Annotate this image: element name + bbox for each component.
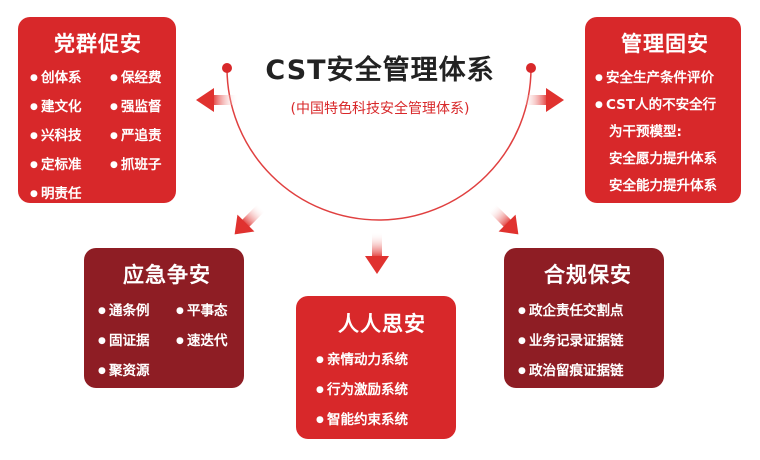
list-line: 安全能力提升体系 <box>609 178 717 194</box>
box-compliance: 合规保安 政企责任交割点 业务记录证据链 政治留痕证据链 <box>504 248 664 388</box>
arrow-down-left <box>234 203 266 235</box>
list-item: 政企责任交割点 <box>518 299 658 319</box>
list-item: 抓班子 <box>110 153 184 173</box>
list-item: 政治留痕证据链 <box>518 359 658 379</box>
list-item: 行为激励系统 <box>316 378 448 398</box>
list-item: 业务记录证据链 <box>518 329 658 349</box>
list-item: 平事态 <box>176 299 248 319</box>
box-people-title: 人人思安 <box>338 312 426 336</box>
box-compliance-title: 合规保安 <box>544 263 632 287</box>
box-management: 管理固安 安全生产条件评价 CST人的不安全行 为干预模型: 安全愿力提升体系 … <box>585 17 741 203</box>
list-item: 明责任 <box>30 182 104 202</box>
list-item: 安全生产条件评价 <box>595 66 735 86</box>
box-management-title: 管理固安 <box>621 32 709 56</box>
box-management-list: 安全生产条件评价 CST人的不安全行 为干预模型: 安全愿力提升体系 安全能力提… <box>595 66 735 194</box>
box-emergency-title: 应急争安 <box>123 263 211 287</box>
list-line: 安全愿力提升体系 <box>609 151 717 167</box>
list-item: 兴科技 <box>30 124 104 144</box>
box-party-title: 党群促安 <box>54 32 142 56</box>
list-item: 建文化 <box>30 95 104 115</box>
box-compliance-list: 政企责任交割点 业务记录证据链 政治留痕证据链 <box>518 299 658 379</box>
list-item: 智能约束系统 <box>316 408 448 428</box>
list-item: 聚资源 <box>98 359 170 379</box>
list-item: 定标准 <box>30 153 104 173</box>
arc-dot-left <box>222 63 232 73</box>
diagram-subtitle: (中国特色科技安全管理体系) <box>290 101 470 117</box>
box-party: 党群促安 创体系 保经费 建文化 强监督 兴科技 严追责 定标准 抓班子 明责任 <box>18 17 176 203</box>
arrow-down-right <box>487 203 519 235</box>
box-people: 人人思安 亲情动力系统 行为激励系统 智能约束系统 <box>296 296 456 439</box>
box-party-list: 创体系 保经费 建文化 强监督 兴科技 严追责 定标准 抓班子 明责任 <box>30 66 166 202</box>
box-emergency-list: 通条例 平事态 固证据 速迭代 聚资源 <box>98 299 236 379</box>
center-arc <box>226 67 532 221</box>
arc-dot-right <box>526 63 536 73</box>
list-item: CST人的不安全行 <box>595 93 735 113</box>
arrow-right <box>522 88 564 112</box>
list-item: 强监督 <box>110 95 184 115</box>
arrow-down-center <box>365 232 389 274</box>
list-item: 固证据 <box>98 329 170 349</box>
arrow-left <box>196 88 238 112</box>
box-emergency: 应急争安 通条例 平事态 固证据 速迭代 聚资源 <box>84 248 244 388</box>
list-item: 通条例 <box>98 299 170 319</box>
list-item: 速迭代 <box>176 329 248 349</box>
list-item: 保经费 <box>110 66 184 86</box>
list-item: 创体系 <box>30 66 104 86</box>
list-line: 为干预模型: <box>609 124 682 140</box>
list-item: 亲情动力系统 <box>316 348 448 368</box>
diagram-title: CST安全管理体系 <box>265 55 495 86</box>
box-people-list: 亲情动力系统 行为激励系统 智能约束系统 <box>316 348 448 428</box>
list-item: 严追责 <box>110 124 184 144</box>
